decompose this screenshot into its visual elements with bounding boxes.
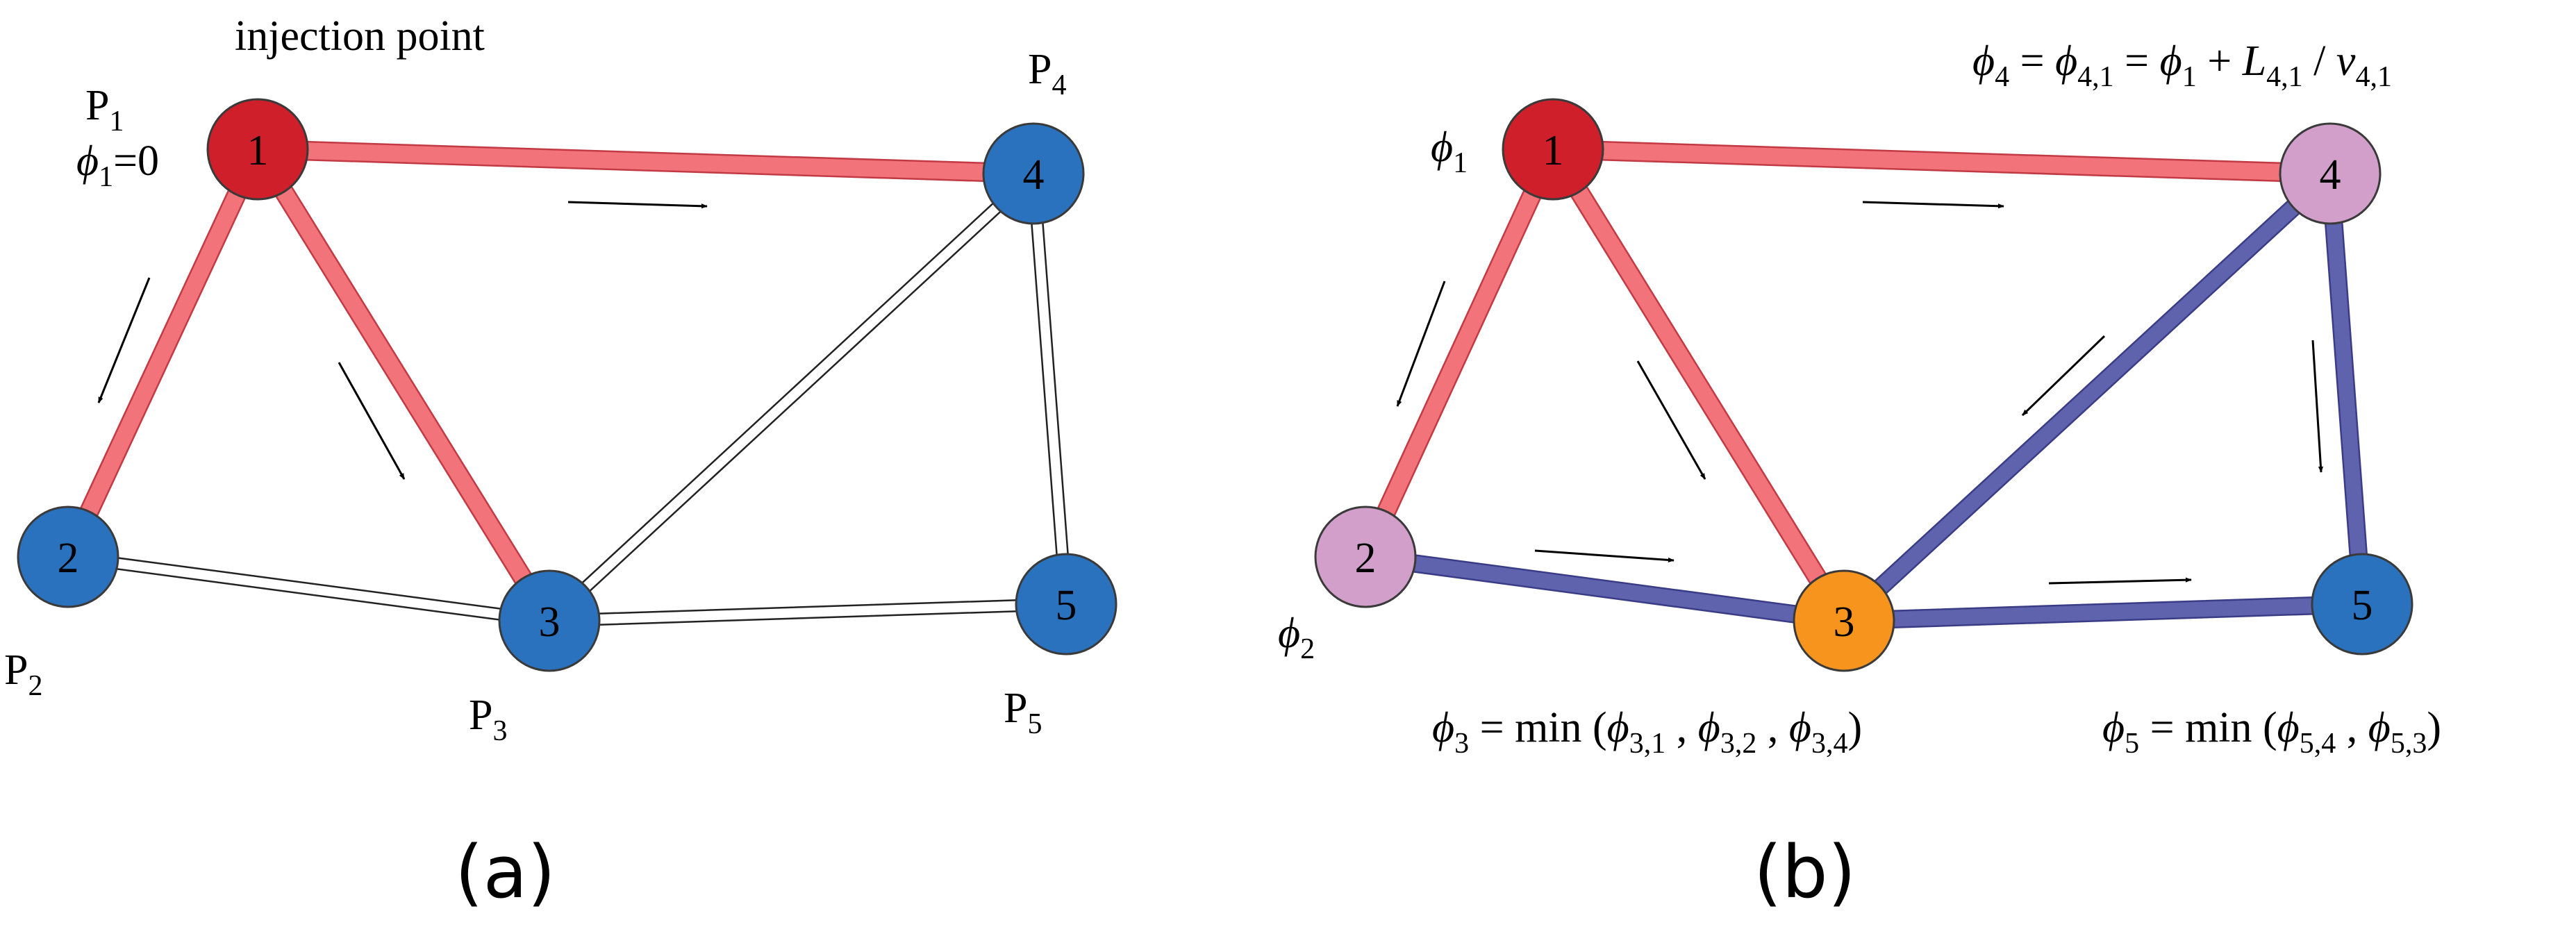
panel-a-nodes: 1 2 3 4 5 bbox=[17, 98, 1117, 672]
panel-b-node-4: 4 bbox=[2279, 122, 2382, 225]
panel-b-edges bbox=[1356, 139, 2372, 630]
flow-arrow bbox=[567, 201, 708, 209]
panel-b-edge-3-5 bbox=[1843, 594, 2363, 630]
panel-a-edge-1-4 bbox=[256, 139, 1035, 184]
panel-a-node-1: 1 bbox=[206, 98, 309, 201]
panel-a-node-5-label: 5 bbox=[1056, 582, 1077, 629]
panel-b-node-2: 2 bbox=[1314, 506, 1417, 608]
flow-arrow bbox=[1636, 360, 1706, 480]
panel-a-edge-2-3 bbox=[66, 550, 551, 628]
panel-b-node-3-label: 3 bbox=[1834, 599, 1855, 646]
flow-arrow bbox=[1534, 549, 1675, 563]
panel-b-node-5: 5 bbox=[2311, 553, 2413, 655]
panel-b-flow-arrows bbox=[1396, 201, 2324, 585]
p4-label: P4 bbox=[1028, 46, 1066, 101]
panel-b-node-1-label: 1 bbox=[1543, 127, 1564, 174]
panel-a-node-2: 2 bbox=[17, 506, 119, 608]
panel-a-node-2-circle bbox=[17, 506, 119, 608]
p5-label: P5 bbox=[1004, 685, 1042, 740]
panel-b-node-2-circle bbox=[1314, 506, 1417, 608]
panel-a-node-5-circle bbox=[1015, 553, 1117, 655]
panel-a-node-3-label: 3 bbox=[539, 599, 560, 646]
panel-b-edge-1-3 bbox=[1544, 143, 1853, 627]
p1-label: P1 bbox=[85, 82, 124, 137]
panel-a-edge-1-3 bbox=[249, 143, 558, 627]
panel-b-node-5-circle bbox=[2311, 553, 2413, 655]
panel-a-node-1-circle bbox=[206, 98, 309, 201]
flow-arrow bbox=[2021, 335, 2106, 417]
panel-b-edge-4-5 bbox=[2320, 172, 2372, 606]
panel-a-edge-3-5 bbox=[548, 597, 1067, 628]
panel-a: 1 2 3 4 5 injection point P1 ϕ1=0 P4 P2 P3 P… bbox=[4, 12, 1117, 915]
panel-a-node-4-circle bbox=[982, 122, 1085, 225]
flow-arrow bbox=[2311, 340, 2324, 473]
panel-a-node-1-label: 1 bbox=[247, 127, 269, 174]
panel-a-node-3-circle bbox=[498, 569, 601, 672]
panel-a-node-4: 4 bbox=[982, 122, 1085, 225]
p3-label: P3 bbox=[469, 692, 507, 747]
phi1-label: ϕ1 bbox=[1431, 124, 1468, 179]
phi5-equation: ϕ5 = min (ϕ5,4 , ϕ5,3) bbox=[2102, 704, 2441, 760]
panel-b-edge-3-4 bbox=[1837, 166, 2337, 628]
panel-b-edge-1-4 bbox=[1552, 139, 2332, 184]
panel-a-node-2-label: 2 bbox=[58, 535, 79, 582]
injection-point-label: injection point bbox=[235, 12, 485, 60]
flow-arrow bbox=[2048, 577, 2192, 585]
panel-a-node-5: 5 bbox=[1015, 553, 1117, 655]
flow-arrow bbox=[1862, 201, 2004, 209]
panel-b-nodes: 1 2 3 4 5 bbox=[1314, 98, 2413, 672]
panel-a-edge-3-4 bbox=[544, 168, 1039, 626]
panel-b-node-3: 3 bbox=[1793, 569, 1895, 672]
panel-b-edge-1-2 bbox=[1356, 144, 1563, 562]
panel-a-edge-4-5 bbox=[1027, 172, 1073, 606]
panel-b-node-4-label: 4 bbox=[2320, 151, 2341, 199]
panel-b-node-2-label: 2 bbox=[1355, 535, 1377, 582]
phi3-equation: ϕ3 = min (ϕ3,1 , ϕ3,2 , ϕ3,4) bbox=[1432, 704, 1862, 760]
panel-a-node-4-label: 4 bbox=[1023, 151, 1045, 199]
flow-arrow bbox=[97, 277, 151, 403]
panel-a-node-3: 3 bbox=[498, 569, 601, 672]
phi2-label: ϕ2 bbox=[1278, 610, 1315, 665]
panel-a-edge-1-2 bbox=[58, 144, 267, 562]
panel-b-edge-2-3 bbox=[1363, 547, 1847, 630]
flow-arrow bbox=[338, 362, 406, 480]
flow-arrow bbox=[1396, 281, 1446, 407]
panel-b-node-1: 1 bbox=[1502, 98, 1604, 201]
panel-b-node-4-circle bbox=[2279, 122, 2382, 225]
panel-a-edges bbox=[58, 139, 1073, 628]
panel-b-node-5-label: 5 bbox=[2352, 582, 2373, 629]
phi1-initial-label: ϕ1=0 bbox=[76, 137, 159, 193]
panel-a-flow-arrows bbox=[97, 201, 708, 480]
panel-b-node-1-circle bbox=[1502, 98, 1604, 201]
panel-a-tag: (a) bbox=[455, 830, 556, 915]
phi4-equation: ϕ4 = ϕ4,1 = ϕ1 + L4,1 / v4,1 bbox=[1972, 37, 2392, 93]
panel-b: 1 2 3 4 5 ϕ1 ϕ2 ϕ4 = ϕ4,1 = ϕ1 + L4,1 / v4,1… bbox=[1278, 37, 2441, 915]
panel-b-node-3-circle bbox=[1793, 569, 1895, 672]
p2-label: P2 bbox=[4, 646, 42, 702]
panel-b-tag: (b) bbox=[1754, 830, 1856, 915]
